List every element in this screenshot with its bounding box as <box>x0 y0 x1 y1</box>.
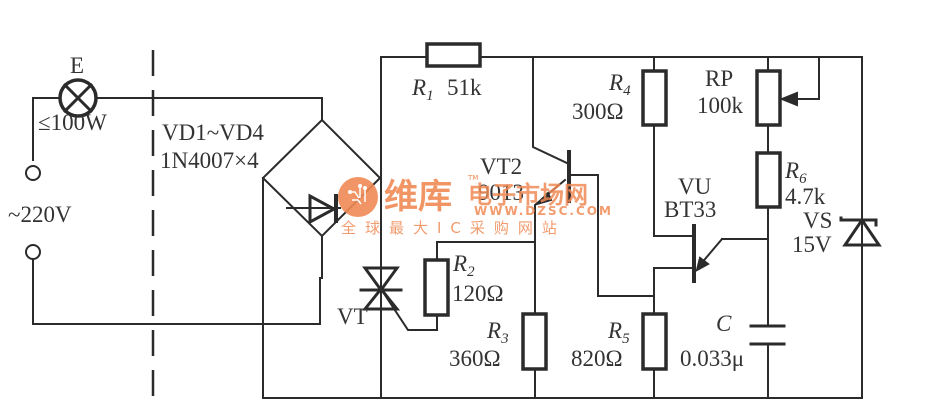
r1-ref: R1 <box>411 75 434 104</box>
arrow-icon <box>695 256 710 272</box>
r4-ref: R4 <box>608 70 631 99</box>
transistor-vt2: VT2 9013 <box>478 56 655 297</box>
resistor-icon <box>641 312 668 371</box>
bridge-part: 1N4007×4 <box>160 148 259 173</box>
c-ref: C <box>716 311 732 336</box>
resistor-r1: R1 51k <box>411 42 482 104</box>
resistor-icon <box>641 69 668 127</box>
r4-value: 300Ω <box>572 99 624 124</box>
resistor-icon <box>521 312 548 371</box>
lamp-rating: ≤100W <box>38 110 107 135</box>
diode-icon <box>308 193 338 225</box>
rp-ref: RP <box>705 66 733 91</box>
bridge-rectifier: VD1~VD4 1N4007×4 <box>160 118 382 399</box>
resistor-r4: R4 300Ω <box>572 56 695 237</box>
watermark-brand: 维库 <box>384 177 452 217</box>
lamp-e: E ≤100W <box>32 53 323 135</box>
wire-vt2-base <box>568 174 655 297</box>
ac-supply: ~220V <box>8 97 321 325</box>
r3-value: 360Ω <box>449 346 501 371</box>
vt2-part: 9013 <box>478 180 524 205</box>
watermark-tagline: 电子市场网 <box>468 181 588 209</box>
triac-vt: VT <box>337 266 438 331</box>
terminal-top <box>25 165 41 181</box>
resistor-r2: R2 120Ω <box>423 241 536 317</box>
r2-ref: R2 <box>452 251 475 280</box>
r6-ref: R6 <box>784 158 807 187</box>
bridge-ref: VD1~VD4 <box>162 120 264 145</box>
wire-gate <box>381 290 438 331</box>
r2-value: 120Ω <box>452 281 504 306</box>
wire-vt2-collector <box>532 56 571 166</box>
resistor-icon <box>755 151 782 209</box>
capacitor-c: C 0.033μ <box>680 311 786 371</box>
wire-supply-bottom <box>32 258 321 325</box>
c-value: 0.033μ <box>680 346 744 371</box>
r6-value: 4.7k <box>785 184 826 209</box>
resistor-icon <box>755 69 782 127</box>
triac-icon <box>362 266 400 293</box>
arrow-icon <box>533 191 553 207</box>
zener-icon <box>842 217 882 247</box>
capacitor-icon <box>749 324 786 346</box>
zener-vs: VS 15V <box>792 208 882 257</box>
watermark-slogan: 全球最大IC采购网站 <box>341 219 566 237</box>
watermark-tm: TM <box>467 174 478 182</box>
r5-ref: R5 <box>607 318 630 347</box>
vt-ref: VT <box>337 304 368 329</box>
rp-value: 100k <box>697 93 744 118</box>
wire-wiper <box>794 56 820 100</box>
vu-part: BT33 <box>664 197 716 222</box>
watermark: 维库 TM 电子市场网 WWW.DZSC.COM 全球最大IC采购网站 <box>338 174 613 237</box>
wire-bridge-neg <box>262 177 381 399</box>
vt2-ref: VT2 <box>480 154 522 179</box>
wire-lamp-to-bridge <box>95 97 323 121</box>
resistor-icon <box>425 42 482 68</box>
ujt-vu: VU BT33 <box>653 174 768 399</box>
r1-value: 51k <box>447 75 482 100</box>
resistor-r6: R6 4.7k <box>755 151 826 399</box>
supply-label: ~220V <box>8 202 72 227</box>
terminal-bottom <box>25 244 41 260</box>
wire-top-rail <box>479 56 863 399</box>
r5-value: 820Ω <box>571 346 623 371</box>
resistor-icon <box>423 258 450 317</box>
arrow-icon <box>779 91 798 107</box>
potentiometer-rp: RP 100k <box>697 56 820 154</box>
vu-ref: VU <box>678 174 712 199</box>
lamp-ref: E <box>70 53 84 78</box>
wire-vu-b1 <box>653 267 695 399</box>
r3-ref: R3 <box>486 318 509 347</box>
resistor-r5: R5 820Ω <box>571 312 668 371</box>
vs-value: 15V <box>792 232 832 257</box>
vs-ref: VS <box>803 208 832 233</box>
watermark-url: WWW.DZSC.COM <box>474 204 613 218</box>
